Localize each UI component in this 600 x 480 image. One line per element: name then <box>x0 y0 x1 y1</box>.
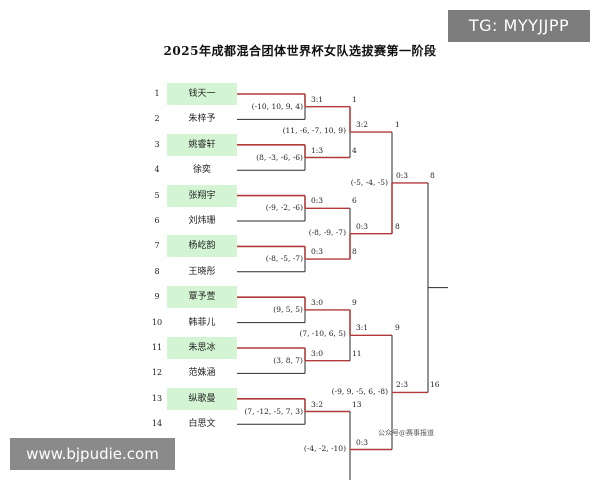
match-result: 3:2 <box>311 399 324 409</box>
site-watermark: www.bjpudie.com <box>10 438 175 470</box>
seed-number: 9 <box>154 292 160 302</box>
seed-number: 2 <box>154 114 160 124</box>
seed-number: 10 <box>151 317 163 327</box>
winner-seed: 8 <box>430 170 435 180</box>
match-result: 3:1 <box>311 94 324 104</box>
match-scores: (-10, 10, 9, 4) <box>251 101 303 111</box>
winner-seed: 4 <box>352 145 357 155</box>
player-name: 韩菲儿 <box>188 317 216 328</box>
winner-seed: 11 <box>352 348 362 358</box>
player-name: 朱梓予 <box>188 114 216 125</box>
winner-seed: 9 <box>352 297 357 307</box>
seed-number: 3 <box>154 139 160 149</box>
player-name: 钱天一 <box>167 83 237 105</box>
winner-seed: 9 <box>395 323 400 333</box>
match-scores: (7, -12, -5, 7, 3) <box>244 406 303 416</box>
seed-number: 11 <box>151 343 163 352</box>
player-name: 范姝涵 <box>188 368 216 379</box>
match-result: 1:3 <box>311 145 324 155</box>
player-name: 王晓彤 <box>188 266 216 277</box>
tg-watermark: TG: MYYJJPP <box>448 10 590 42</box>
player-name: 张翔宇 <box>167 184 237 207</box>
player-name: 白思文 <box>188 419 216 430</box>
winner-seed: 6 <box>352 196 357 206</box>
bracket-title: 2025年成都混合团体世界杯女队选拔赛第一阶段 <box>163 44 437 58</box>
seed-number: 12 <box>151 368 163 378</box>
player-name: 杨屹韵 <box>167 235 237 258</box>
match-scores: (-5, -4, -5) <box>350 177 388 187</box>
winner-seed: 8 <box>352 247 357 257</box>
match-result: 3:1 <box>356 323 369 333</box>
winner-seed: 13 <box>352 399 362 409</box>
seed-number: 13 <box>151 393 163 403</box>
match-result: 3:0 <box>311 348 324 358</box>
match-result: 0:3 <box>311 247 324 257</box>
seed-number: 4 <box>154 165 160 175</box>
match-scores: (7, -10, 6, 5) <box>299 329 346 339</box>
match-result: 0:3 <box>311 196 324 206</box>
player-name: 姚睿轩 <box>167 133 237 156</box>
seed-number: 7 <box>154 241 160 251</box>
player-name: 覃予萱 <box>167 286 237 309</box>
player-name: 徐奕 <box>192 165 211 176</box>
seed-number: 1 <box>154 89 160 98</box>
match-scores: (3, 8, 7) <box>273 355 303 365</box>
seed-number: 8 <box>154 266 160 276</box>
match-result: 2:3 <box>396 380 409 390</box>
match-scores: (11, -6, -7, 10, 9) <box>282 126 346 136</box>
player-name: 刘炜珊 <box>188 216 216 226</box>
match-result: 0:3 <box>356 221 369 231</box>
caption-watermark: 公众号@赛事报道 <box>378 429 434 437</box>
match-scores: (-8, -5, -7) <box>265 254 303 264</box>
match-result: 3:2 <box>356 120 369 130</box>
match-scores: (-8, -9, -7) <box>308 227 346 237</box>
match-result: 0:3 <box>396 170 409 180</box>
player-name: 纵歌曼 <box>167 387 237 410</box>
winner-seed: 8 <box>395 221 400 231</box>
seed-number: 14 <box>151 419 163 429</box>
winner-seed: 1 <box>352 94 357 104</box>
match-scores: (8, -3, -6, -6) <box>256 152 303 162</box>
seed-number: 6 <box>154 216 160 225</box>
match-scores: (9, 5, 5) <box>273 304 303 314</box>
seed-number: 5 <box>154 190 160 200</box>
match-scores: (-9, -2, -6) <box>265 203 303 213</box>
match-scores: (-9, 9, -5, 6, -8) <box>331 387 388 397</box>
winner-seed: 16 <box>430 380 440 390</box>
match-result: 3:0 <box>311 297 324 307</box>
match-scores: (-4, -2, -10) <box>303 443 346 453</box>
match-result: 0:3 <box>356 437 369 447</box>
winner-seed: 1 <box>395 120 400 130</box>
player-name: 朱思冰 <box>167 337 237 359</box>
